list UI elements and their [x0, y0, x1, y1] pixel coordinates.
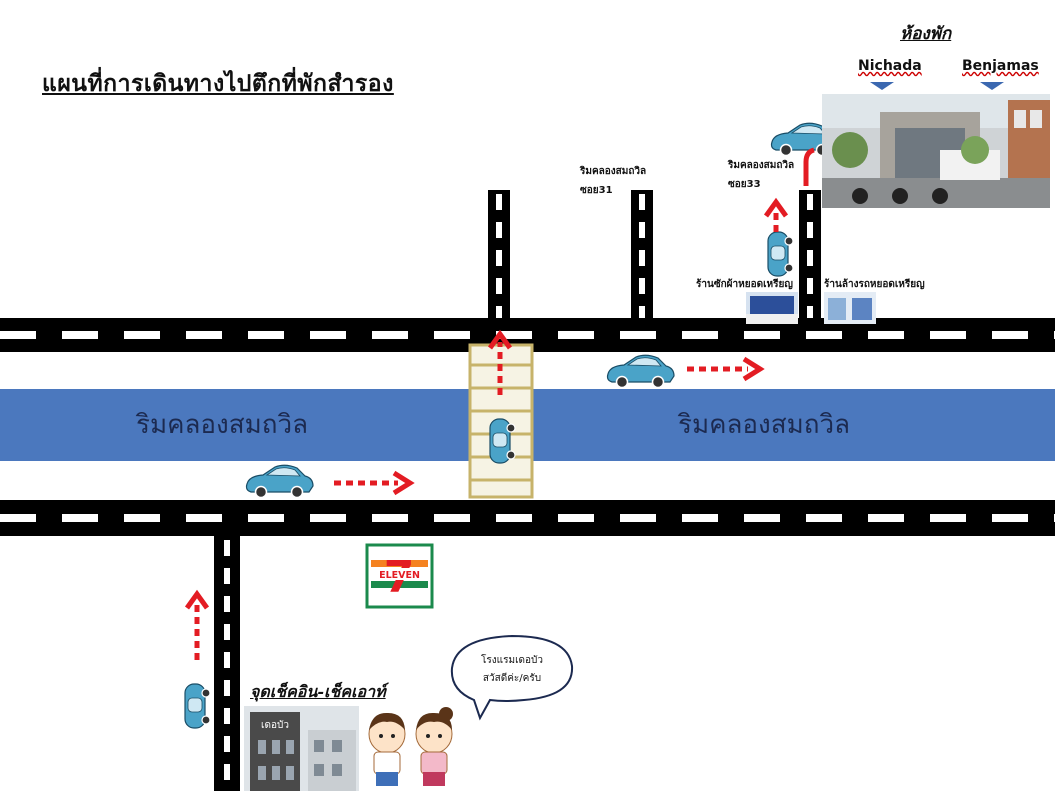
speech-line2: สวัสดีค่ะ/ครับ [482, 673, 542, 684]
soi33-label-line2: ซอย33 [728, 179, 761, 190]
upper-road [0, 318, 1055, 352]
street-soi31 [631, 190, 653, 320]
car-icon [245, 464, 314, 499]
checkin-label: จุดเช็คอิน-เช็คเอาท์ [250, 682, 386, 701]
girl-character-icon [415, 707, 453, 786]
laundry-photo [746, 292, 798, 324]
boy-character-icon [368, 712, 406, 786]
accommodation-photo [822, 94, 1050, 208]
speech-line1: โรงแรมเดอบัว [481, 655, 543, 666]
turn-arrow-icon [803, 147, 815, 186]
map-title: แผนที่การเดินทางไปตึกที่พักสำรอง [42, 70, 394, 97]
7-eleven-label: ELEVEN [379, 570, 420, 581]
arrow-right-icon [687, 356, 765, 382]
soi31-label-line1: ริมคลองสมถวิล [580, 166, 647, 177]
laundry-label: ร้านซักผ้าหยอดเหรียญ [696, 279, 793, 290]
arrow-down-icon [980, 82, 1004, 90]
car-icon [767, 231, 794, 277]
7-eleven-logo-icon: 7 ELEVEN [365, 543, 434, 609]
canal-label-right: ริมคลองสมถวิล [678, 410, 851, 440]
lower-road [0, 500, 1055, 536]
street-hotel [214, 536, 240, 791]
building-nichada: Nichada [858, 58, 922, 74]
canal-label-left: ริมคลองสมถวิล [136, 410, 309, 440]
hotel-photo: เดอบัว [244, 706, 359, 791]
arrow-right-icon [334, 470, 415, 496]
arrow-down-icon [870, 82, 894, 90]
carwash-photo [824, 292, 876, 324]
soi33-label-line1: ริมคลองสมถวิล [728, 160, 795, 171]
rooms-header: ห้องพัก [900, 24, 952, 44]
arrow-up-icon [184, 589, 210, 660]
carwash-label: ร้านล้างรถหยอดเหรียญ [824, 279, 925, 290]
speech-bubble [450, 634, 574, 721]
hotel-sign-text: เดอบัว [261, 720, 289, 731]
arrow-up-icon [487, 329, 513, 395]
soi31-label-line2: ซอย31 [580, 185, 613, 196]
street-soi-left [488, 190, 510, 320]
car-icon [606, 354, 675, 389]
car-icon [184, 683, 211, 729]
building-benjamas: Benjamas [962, 58, 1039, 74]
street-soi33 [799, 190, 821, 320]
arrow-up-icon [763, 197, 789, 232]
